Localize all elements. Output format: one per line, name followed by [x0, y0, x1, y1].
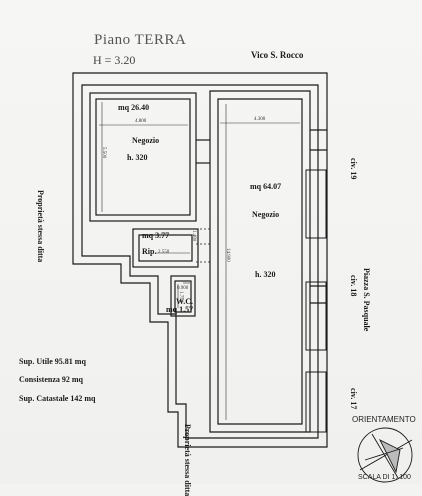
shop-a-name: Negozio — [132, 136, 160, 145]
civic-number-18: civ. 18 — [349, 275, 358, 297]
cadastral-area: Sup. Catastale 142 mq — [19, 394, 96, 403]
storage-width-dim: 2.550 — [158, 250, 170, 255]
shop-b-depth-dim: 14.900 — [225, 248, 230, 262]
civic-number-17: civ. 17 — [349, 388, 358, 410]
storage-walls — [132, 228, 199, 268]
page-title: Piano TERRA — [94, 32, 187, 48]
plan-drawing — [72, 72, 413, 483]
ceiling-height: H = 3.20 — [93, 53, 136, 67]
shop-b-width-dim: 4.300 — [254, 117, 266, 122]
compass-icon — [357, 427, 413, 483]
consistency: Consistenza 92 mq — [19, 375, 84, 384]
window-civ-19 — [305, 169, 327, 239]
shop-a-height: h. 320 — [127, 153, 148, 162]
scale-label: SCALA DI 1: 100 — [358, 474, 411, 481]
left-property-label: Proprietà stessa ditta — [36, 190, 45, 263]
shop-b-name: Negozio — [252, 210, 280, 219]
outer-wall — [72, 72, 328, 448]
storage-name: Rip. — [142, 247, 157, 256]
storage-area: mq 3.77 — [142, 231, 170, 240]
bottom-property-label: Proprietà stessa ditta — [183, 424, 192, 496]
window-civ-17 — [305, 371, 327, 433]
window-civ-18 — [305, 281, 327, 351]
shop-a-area: mq 26.40 — [118, 103, 150, 112]
orientation-label: ORIENTAMENTO — [352, 415, 416, 424]
wc-name: W.C. — [176, 297, 194, 306]
wc-width-dim: 0.900 — [177, 286, 189, 291]
storage-depth-dim: 1.480 — [191, 230, 196, 242]
floor-plan-sheet — [0, 0, 422, 484]
square-label: Piazza S. Pasquale — [362, 268, 371, 332]
shop-b-height: h. 320 — [255, 270, 276, 279]
street-label: Vico S. Rocco — [251, 50, 304, 60]
wc-walls — [170, 275, 196, 317]
useful-area: Sup. Utile 95.81 mq — [19, 357, 86, 366]
wc-area: mq 1.57 — [166, 305, 194, 314]
shop-a-walls — [89, 92, 197, 222]
shop-a-width-dim: 4.800 — [135, 119, 147, 124]
shop-a-depth-dim: 5.500 — [101, 147, 106, 159]
shop-b-area: mq 64.07 — [250, 182, 282, 191]
civic-number-19: civ. 19 — [349, 158, 358, 180]
inner-wall — [81, 84, 319, 439]
